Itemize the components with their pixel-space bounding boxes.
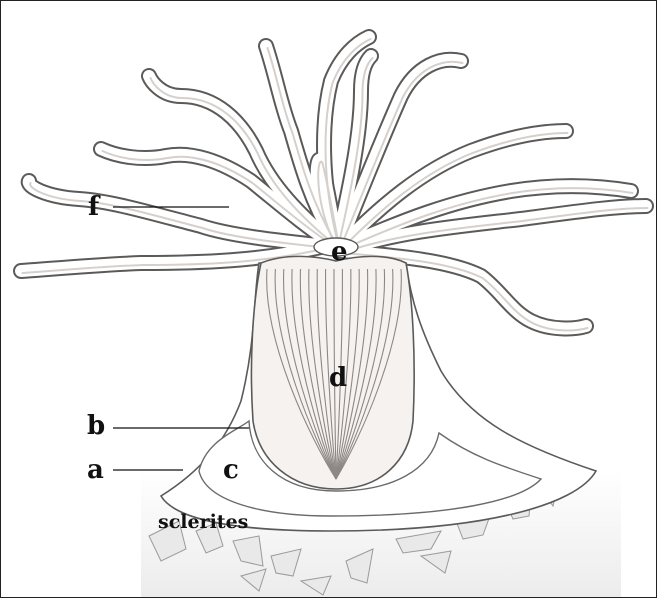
label-b: b — [87, 413, 105, 439]
label-f: f — [88, 194, 99, 220]
label-d: d — [329, 365, 347, 391]
label-e: e — [331, 239, 348, 265]
label-sclerites: sclerites — [158, 513, 248, 532]
label-c: c — [223, 457, 239, 483]
label-a: a — [87, 457, 104, 483]
